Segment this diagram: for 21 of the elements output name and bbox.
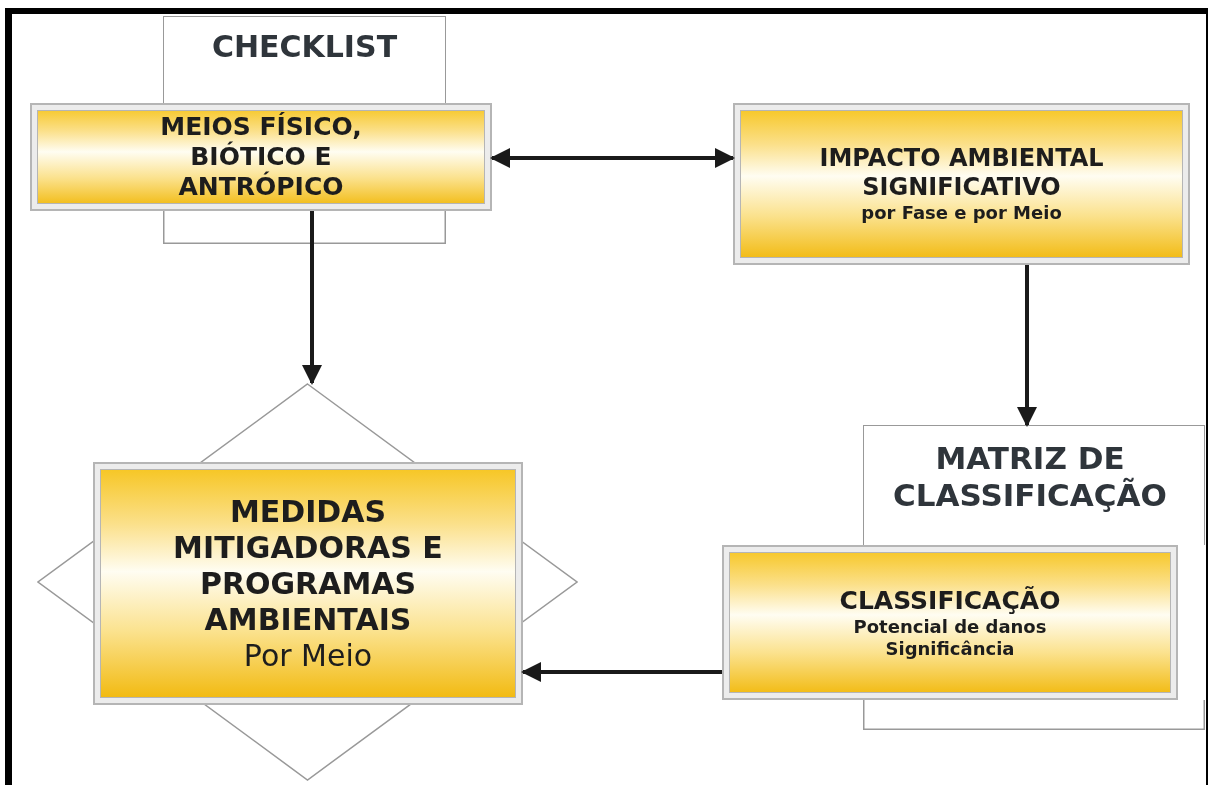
box-title: CLASSIFICAÇÃO <box>839 585 1061 616</box>
label-box <box>163 16 446 103</box>
arrow <box>521 662 722 682</box>
box-title: IMPACTO AMBIENTAL SIGNIFICATIVO <box>818 144 1105 202</box>
box-title: MEIOS FÍSICO, BIÓTICO E ANTRÓPICO <box>159 112 363 202</box>
arrow <box>490 148 735 168</box>
box-subtitle: por Fase e por Meio <box>861 202 1062 224</box>
box-title: CHECKLIST <box>211 29 398 65</box>
arrow <box>302 211 322 385</box>
process-box <box>733 103 1190 265</box>
box-title: MEDIDAS MITIGADORAS E PROGRAMAS AMBIENTAIS <box>172 493 444 638</box>
arrow <box>1017 265 1037 427</box>
process-box <box>30 103 492 211</box>
box-subtitle: Por Meio <box>243 637 373 674</box>
label-box <box>863 425 1205 545</box>
process-box <box>93 462 523 705</box>
box-subtitle: Significância <box>885 637 1015 660</box>
process-box <box>722 545 1178 700</box>
box-subtitle: Potencial de danos <box>853 615 1047 638</box>
box-title: MATRIZ DE CLASSIFICAÇÃO <box>892 440 1168 515</box>
diamond-shape <box>37 383 578 781</box>
